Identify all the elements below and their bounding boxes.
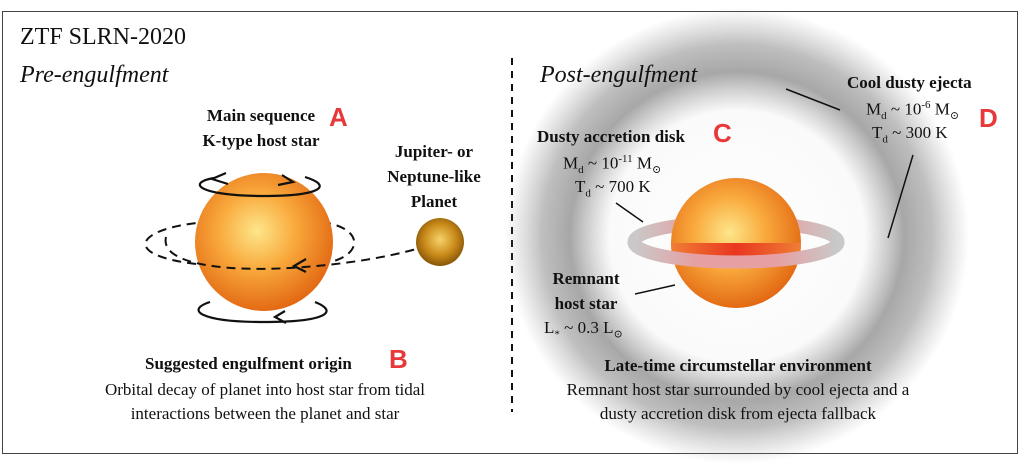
planet-label-3: Planet [410,192,458,211]
marker-b: B [389,344,408,374]
ejecta-heading: Cool dusty ejecta [847,73,972,92]
host-star-label-2: K-type host star [202,131,320,150]
marker-d: D [979,103,998,133]
ejecta-temp: Td ~ 300 K [872,123,948,146]
planet-label-1: Jupiter- or [394,142,474,161]
environment-heading: Late-time circumstellar environment [604,356,872,375]
marker-a: A [329,102,348,132]
pre-engulfment-heading: Pre-engulfment [20,62,169,88]
ejecta-leader-line-1 [785,88,841,111]
host-star [195,173,333,311]
post-engulfment-heading: Post-engulfment [540,62,698,88]
rotation-arrow-bottom [197,300,328,324]
orbit-path-front [164,236,421,270]
disk-temp: Td ~ 700 K [575,177,651,200]
ejecta-mass: Md ~ 10-6 M⊙ [866,99,960,123]
engulfment-origin-text-2: interactions between the planet and star [130,404,400,423]
environment-text-1: Remnant host star surrounded by cool eje… [566,380,910,399]
orbit-arrow [291,258,307,273]
marker-c: C [713,118,732,148]
ejecta-leader-line-2 [887,154,914,239]
orbit-path-back [144,221,356,265]
engulfment-origin-heading: Suggested engulfment origin [145,354,352,373]
planet [416,218,464,266]
pre-engulfment-diagram [144,171,464,324]
environment-text-2: dusty accretion disk from ejecta fallbac… [599,404,877,423]
engulfment-origin-text-1: Orbital decay of planet into host star f… [104,380,426,399]
rotation-arrow-top [198,175,321,198]
accretion-disk-front [627,240,845,269]
remnant-label-2: host star [554,294,618,313]
disk-mass: Md ~ 10-11 M⊙ [563,153,662,177]
remnant-luminosity: L* ~ 0.3 L⊙ [544,318,623,341]
disk-heading: Dusty accretion disk [537,127,685,146]
remnant-label-1: Remnant [552,269,620,288]
figure-title: ZTF SLRN-2020 [20,24,187,50]
remnant-leader-line [634,284,676,295]
disk-leader-line [615,202,644,223]
planet-label-2: Neptune-like [387,167,481,186]
post-engulfment-diagram [505,8,969,464]
host-star-label-1: Main sequence [206,106,316,125]
